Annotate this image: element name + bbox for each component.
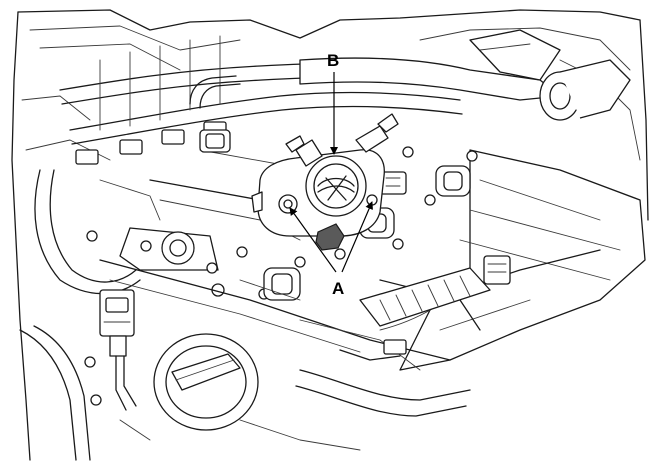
right-intake-tube bbox=[379, 149, 646, 371]
high-pressure-fuel-pump bbox=[251, 113, 399, 251]
upper-harness bbox=[59, 35, 463, 165]
upper-right-pipe bbox=[299, 29, 631, 121]
callout-a-leader-left bbox=[289, 207, 337, 273]
lower-right-hoses bbox=[119, 339, 471, 451]
callout-a-leader-right bbox=[341, 201, 373, 273]
callout-a-label: A bbox=[332, 279, 344, 298]
engine-bay-outline bbox=[11, 9, 649, 461]
rail-connectors bbox=[189, 75, 407, 195]
oil-filler-cap bbox=[153, 333, 259, 431]
callout-b-label: B bbox=[327, 51, 339, 70]
lower-ribbed-hose bbox=[359, 255, 511, 327]
left-hoses bbox=[19, 169, 161, 461]
left-connector bbox=[99, 289, 137, 411]
left-bracket bbox=[119, 227, 219, 271]
callout-leaders bbox=[289, 72, 373, 273]
